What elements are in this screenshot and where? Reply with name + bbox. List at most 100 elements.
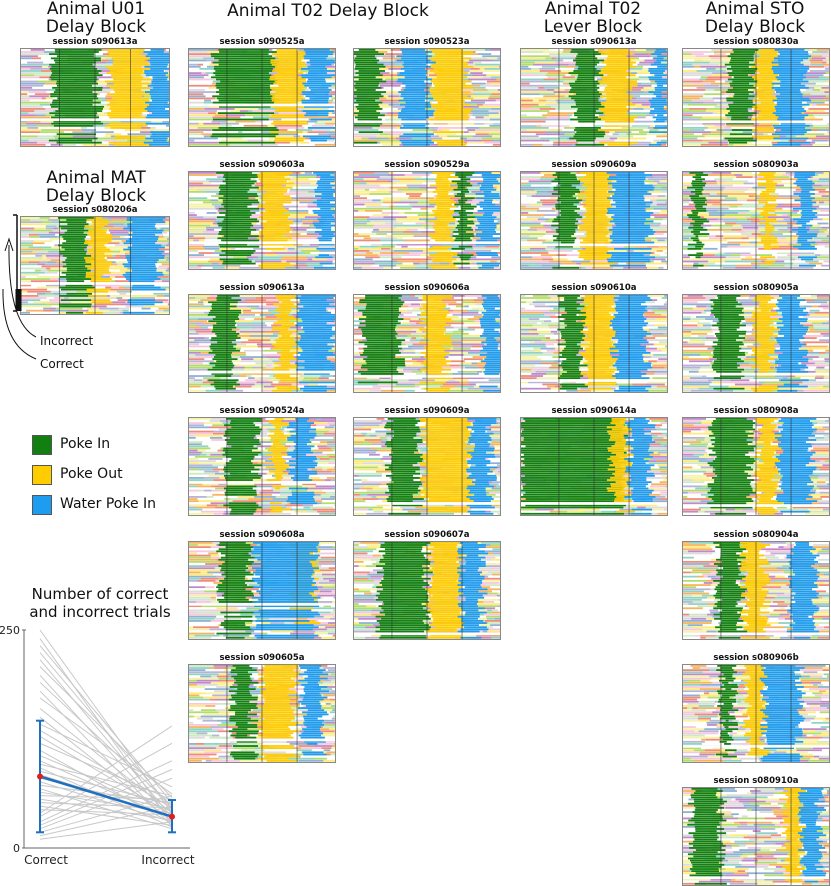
event-pin [65, 259, 95, 261]
event-segment [89, 103, 109, 106]
event-segment [376, 124, 403, 127]
event-water [475, 252, 498, 254]
event-segment [491, 76, 500, 79]
event-pout [584, 222, 609, 225]
event-segment [21, 297, 48, 299]
event-water [126, 240, 158, 242]
event-segment [167, 267, 169, 270]
event-segment [41, 254, 47, 257]
event-segment [567, 114, 573, 117]
event-water [129, 250, 165, 253]
event-segment [590, 135, 619, 138]
event-pin [460, 190, 470, 193]
event-segment [754, 97, 761, 100]
event-water [396, 55, 432, 58]
event-segment [397, 260, 428, 263]
event-pout [266, 190, 288, 193]
event-pout [85, 259, 107, 261]
event-pout [429, 103, 471, 106]
event-pout [113, 82, 151, 85]
event-pout [113, 89, 142, 91]
event-segment [21, 229, 34, 232]
event-segment [334, 207, 335, 210]
event-segment [542, 203, 554, 206]
event-water [479, 188, 497, 191]
event-pin [725, 114, 753, 117]
event-segment [153, 292, 169, 295]
event-pin [356, 89, 376, 91]
event-segment [823, 63, 829, 66]
event-segment [596, 235, 618, 238]
event-segment [209, 258, 223, 261]
raster-plot [682, 48, 830, 147]
event-segment [140, 76, 150, 79]
header-u01: Animal U01 Delay Block [45, 0, 147, 37]
event-segment [823, 172, 829, 174]
event-segment [417, 72, 442, 74]
event-segment [773, 135, 787, 138]
event-segment [386, 97, 412, 100]
event-segment [189, 235, 195, 238]
event-segment [207, 51, 229, 53]
event-segment [21, 309, 27, 312]
event-segment [27, 61, 44, 64]
event-segment [203, 216, 222, 219]
event-water [318, 233, 334, 235]
event-segment [325, 122, 335, 125]
event-segment [237, 143, 259, 146]
event-pin [221, 239, 260, 242]
event-segment [574, 186, 598, 189]
event-water [656, 82, 667, 85]
event-segment [299, 137, 317, 140]
event-pin [569, 91, 602, 93]
event-segment [189, 260, 209, 263]
event-pin [59, 305, 91, 308]
event-segment [537, 105, 552, 108]
event-segment [295, 243, 304, 246]
event-segment [38, 127, 45, 129]
event-segment [820, 51, 829, 53]
event-pout [606, 63, 633, 66]
event-segment [189, 105, 210, 108]
event-pin [218, 231, 251, 233]
event-pin [458, 212, 473, 214]
event-segment [775, 129, 784, 131]
event-segment [244, 114, 270, 117]
event-segment [548, 49, 564, 51]
event-segment [167, 299, 169, 302]
event-segment [210, 199, 219, 202]
event-segment [537, 74, 547, 77]
event-segment [455, 133, 477, 136]
event-segment [242, 216, 261, 219]
event-segment [626, 133, 648, 136]
event-segment [800, 97, 824, 100]
event-segment [647, 245, 659, 248]
event-segment [528, 264, 543, 267]
event-segment [545, 57, 553, 60]
event-segment [286, 184, 301, 187]
event-water [780, 129, 812, 131]
event-segment [189, 224, 211, 227]
event-segment [108, 217, 134, 219]
event-segment [21, 246, 30, 249]
event-segment [821, 86, 829, 89]
event-pout [435, 99, 465, 102]
event-segment [810, 63, 824, 66]
event-segment [329, 72, 335, 74]
event-pin [225, 214, 252, 216]
event-water [776, 101, 802, 104]
event-segment [189, 51, 208, 53]
event-segment [799, 101, 808, 104]
event-segment [521, 103, 540, 106]
event-segment [166, 259, 169, 261]
event-pin [216, 216, 250, 219]
event-pin [575, 101, 606, 104]
event-segment [379, 256, 402, 259]
event-segment [27, 301, 34, 304]
event-segment [420, 195, 435, 197]
event-segment [146, 299, 169, 302]
event-segment [499, 201, 500, 204]
raster-panel: session s090609a [520, 160, 668, 270]
event-segment [21, 221, 43, 224]
event-segment [32, 57, 42, 60]
